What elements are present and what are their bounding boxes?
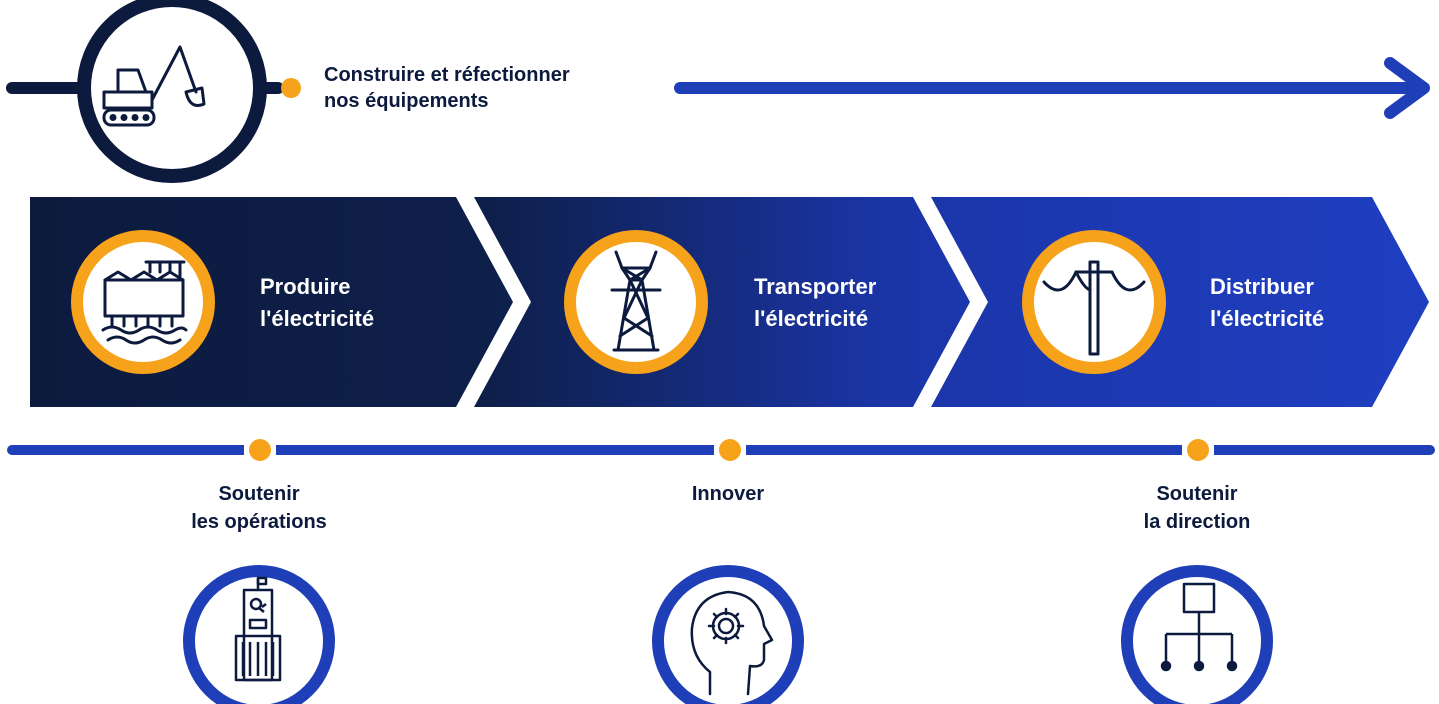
head-gear-icon bbox=[690, 590, 774, 696]
construction-label-line2: nos équipements bbox=[324, 90, 489, 112]
support-operations-line1: Soutenir bbox=[218, 483, 300, 505]
power-plant-icon bbox=[101, 260, 188, 345]
support-innovate-badge bbox=[652, 565, 804, 704]
stage-produce-label: Produire l'électricité bbox=[260, 271, 374, 335]
support-direction-line2: la direction bbox=[1143, 511, 1251, 533]
stage-transport-line1: Transporter bbox=[754, 274, 877, 299]
support-direction-line1: Soutenir bbox=[1156, 483, 1238, 505]
utility-pole-icon bbox=[1042, 260, 1146, 356]
org-chart-icon bbox=[1160, 582, 1238, 672]
stage-transport-badge bbox=[564, 230, 708, 374]
support-innovate-dot bbox=[719, 439, 741, 461]
support-operations-label: Soutenir les opérations bbox=[129, 480, 389, 536]
support-direction-badge bbox=[1121, 565, 1273, 704]
value-chain-band bbox=[30, 197, 1429, 407]
stage-distribute-line2: l'électricité bbox=[1210, 305, 1325, 331]
support-innovate-line1: Innover bbox=[691, 483, 765, 505]
stage-transport-line2: l'électricité bbox=[754, 305, 869, 331]
support-direction-label: Soutenir la direction bbox=[1067, 480, 1327, 536]
support-operations-dot bbox=[249, 439, 271, 461]
stage-transport-label: Transporter l'électricité bbox=[754, 271, 876, 335]
excavator-icon bbox=[102, 45, 206, 127]
stage-distribute-label: Distribuer l'électricité bbox=[1210, 271, 1324, 335]
stage-distribute-line1: Distribuer bbox=[1210, 274, 1314, 299]
transmission-tower-icon bbox=[610, 250, 662, 352]
stage-produce-line2: l'électricité bbox=[260, 305, 375, 331]
support-operations-line2: les opérations bbox=[191, 511, 327, 533]
stage-distribute-badge bbox=[1022, 230, 1166, 374]
support-innovate-label: Innover bbox=[598, 480, 858, 508]
stage-produce-line1: Produire bbox=[260, 274, 351, 299]
construction-label-line1: Construire et réfectionner bbox=[324, 64, 570, 86]
office-building-icon bbox=[234, 576, 282, 682]
support-track bbox=[7, 439, 1435, 461]
construction-label: Construire et réfectionner nos équipemen… bbox=[324, 62, 684, 114]
construction-marker-dot bbox=[281, 78, 301, 98]
stage-produce-badge bbox=[71, 230, 215, 374]
construction-badge bbox=[77, 0, 267, 183]
construction-arrow bbox=[674, 57, 1430, 119]
support-operations-badge bbox=[183, 565, 335, 704]
support-direction-dot bbox=[1187, 439, 1209, 461]
